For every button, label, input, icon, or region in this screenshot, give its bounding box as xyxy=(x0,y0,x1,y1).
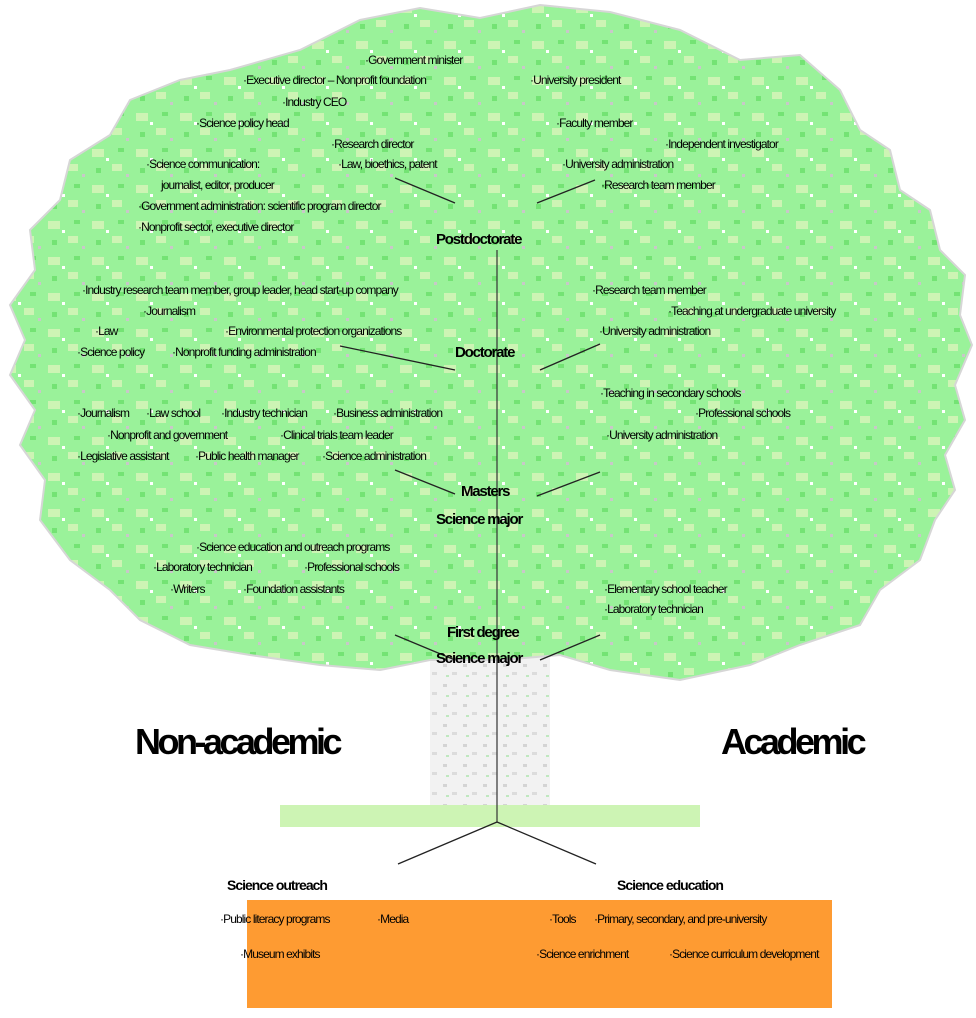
career-item: ·Writers xyxy=(170,582,205,596)
root-item: ·Tools xyxy=(549,912,577,926)
career-item: ·University president xyxy=(530,73,621,87)
career-item: ·Journalism xyxy=(77,406,130,420)
career-item: ·Journalism xyxy=(143,304,196,318)
career-item: ·Foundation assistants xyxy=(243,582,345,596)
career-item: ·Law, bioethics, patent xyxy=(338,157,438,171)
career-item: journalist, editor, producer xyxy=(161,178,275,192)
career-item: ·Government administration: scientific p… xyxy=(138,199,382,213)
branch-first-right xyxy=(539,634,601,661)
roots-box xyxy=(247,900,832,1008)
roots-heading-education: Science education xyxy=(617,877,724,893)
career-item: ·Laboratory technician xyxy=(604,602,704,616)
root-item: ·Science curriculum development xyxy=(669,947,819,961)
level-masters-sub: Science major xyxy=(436,511,523,528)
career-item: ·Elementary school teacher xyxy=(604,582,728,596)
career-item: ·Laboratory technician xyxy=(153,560,253,574)
career-item: ·Science administration xyxy=(322,449,427,463)
career-item: ·Research team member xyxy=(592,283,707,297)
root-line-left xyxy=(397,821,498,865)
career-item: ·Executive director – Nonprofit foundati… xyxy=(243,73,427,87)
career-item: ·Legislative assistant xyxy=(77,449,169,463)
roots-grass xyxy=(280,805,700,827)
level-first-degree: First degree xyxy=(447,624,520,641)
career-item: ·Clinical trials team leader xyxy=(280,428,394,442)
root-item: ·Media xyxy=(377,912,409,926)
career-item: ·Teaching in secondary schools xyxy=(600,386,741,400)
career-item: ·Business administration xyxy=(333,406,443,420)
root-item: ·Museum exhibits xyxy=(240,947,321,961)
root-item: ·Primary, secondary, and pre-university xyxy=(594,912,767,926)
career-item: ·Professional schools xyxy=(695,406,791,420)
career-item: ·Research director xyxy=(331,137,414,151)
roots-heading-outreach: Science outreach xyxy=(227,877,328,893)
career-item: ·Law xyxy=(95,324,118,338)
career-item: ·Industry research team member, group le… xyxy=(82,283,399,297)
level-first-degree-sub: Science major xyxy=(436,650,523,667)
career-item: ·Industry technician xyxy=(221,406,308,420)
career-item: ·Environmental protection organizations xyxy=(225,324,402,338)
career-item: ·Independent investigator xyxy=(665,137,779,151)
root-item: ·Public literacy programs xyxy=(220,912,330,926)
root-item: ·Science enrichment xyxy=(536,947,629,961)
career-item: ·Nonprofit funding administration xyxy=(172,345,317,359)
career-item: ·Research team member xyxy=(601,178,716,192)
branch-doctorate-right xyxy=(539,343,601,371)
career-item: ·University administration xyxy=(606,428,718,442)
branch-masters-right xyxy=(536,471,601,497)
root-line-right xyxy=(496,821,597,865)
side-label-non-academic: Non-academic xyxy=(135,721,343,762)
branch-postdoc-right xyxy=(536,179,596,204)
branch-lines xyxy=(339,177,601,865)
level-postdoctorate: Postdoctorate xyxy=(436,231,522,248)
level-masters: Masters xyxy=(461,483,511,500)
career-item: ·Science policy xyxy=(77,345,145,359)
career-item: ·University administration xyxy=(562,157,674,171)
career-item: ·Public health manager xyxy=(195,449,300,463)
career-item: ·University administration xyxy=(599,324,711,338)
branch-doctorate-left xyxy=(339,345,456,371)
career-item: ·Government minister xyxy=(365,53,463,67)
career-item: ·Science communication: xyxy=(146,157,260,171)
branch-masters-left xyxy=(394,469,456,495)
tree-canopy xyxy=(8,3,974,682)
career-item: ·Nonprofit and government xyxy=(107,428,228,442)
career-item: ·Professional schools xyxy=(304,560,400,574)
branch-postdoc-left xyxy=(394,177,456,204)
career-item: ·Science policy head xyxy=(196,116,290,130)
side-label-academic: Academic xyxy=(721,721,867,762)
level-doctorate: Doctorate xyxy=(455,344,515,361)
career-item: ·Teaching at undergraduate university xyxy=(668,304,836,318)
career-item: ·Science education and outreach programs xyxy=(196,540,390,554)
career-item: ·Nonprofit sector, executive director xyxy=(138,220,294,234)
career-item: ·Law school xyxy=(146,406,201,420)
career-item: ·Faculty member xyxy=(556,116,633,130)
career-item: ·Industry CEO xyxy=(282,95,347,109)
branch-first-left xyxy=(394,634,456,661)
